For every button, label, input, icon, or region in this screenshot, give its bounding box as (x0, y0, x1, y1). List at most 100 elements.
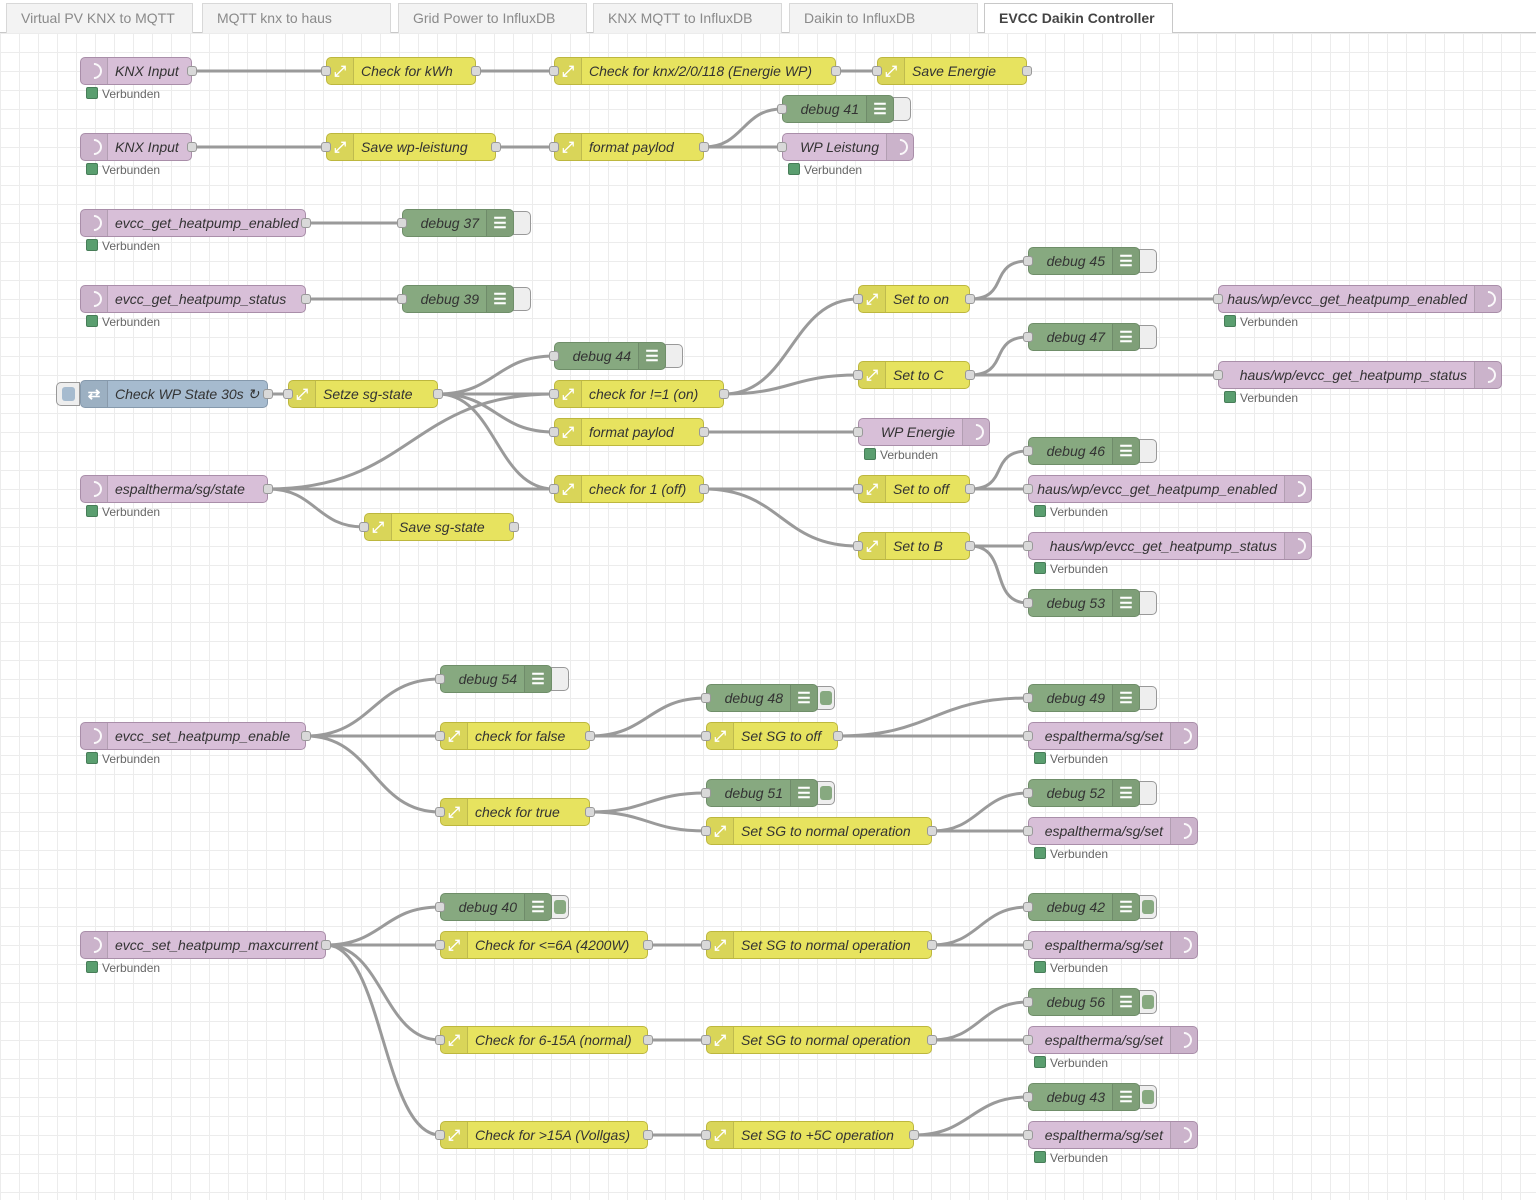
node-knx-input-1[interactable]: KNX Input (80, 57, 197, 85)
node-wp-energie[interactable]: WP Energie (853, 418, 990, 446)
input-port[interactable] (549, 484, 559, 494)
wire-set_sg_normal_2-to-debug_42[interactable] (931, 905, 1029, 947)
node-debug-47[interactable]: ☰debug 47 (1023, 323, 1140, 351)
wire-espaltherma_state-to-check_not_1[interactable] (267, 392, 555, 491)
node-debug-45[interactable]: ☰debug 45 (1023, 247, 1140, 275)
node-set-to-off[interactable]: ⤢Set to off (853, 475, 975, 503)
node-espaltherma-state[interactable]: espaltherma/sg/state (80, 475, 273, 503)
input-port[interactable] (549, 66, 559, 76)
input-port[interactable] (1023, 826, 1033, 836)
input-port[interactable] (853, 427, 863, 437)
node-sg-set-2[interactable]: espaltherma/sg/set (1023, 817, 1198, 845)
debug-toggle-button[interactable] (513, 211, 531, 235)
node-sg-set-3[interactable]: espaltherma/sg/set (1023, 931, 1198, 959)
output-port[interactable] (965, 370, 975, 380)
node-format-paylod-2[interactable]: ⤢format paylod (549, 418, 709, 446)
input-port[interactable] (701, 693, 711, 703)
node-wp-leistung[interactable]: WP Leistung (777, 133, 914, 161)
output-port[interactable] (831, 66, 841, 76)
node-check-false[interactable]: ⤢check for false (435, 722, 595, 750)
node-check-true[interactable]: ⤢check for true (435, 798, 595, 826)
node-debug-44[interactable]: ☰debug 44 (549, 342, 666, 370)
output-port[interactable] (699, 427, 709, 437)
node-debug-37[interactable]: ☰debug 37 (397, 209, 514, 237)
output-port[interactable] (965, 484, 975, 494)
output-port[interactable] (719, 389, 729, 399)
input-port[interactable] (397, 294, 407, 304)
node-set-sg-normal-3[interactable]: ⤢Set SG to normal operation (701, 1026, 937, 1054)
input-port[interactable] (1213, 370, 1223, 380)
output-port[interactable] (263, 389, 273, 399)
output-port[interactable] (643, 940, 653, 950)
wire-check_not_1-to-set_to_c[interactable] (723, 373, 859, 396)
output-port[interactable] (433, 389, 443, 399)
input-port[interactable] (1023, 541, 1033, 551)
node-set-to-on[interactable]: ⤢Set to on (853, 285, 975, 313)
node-evcc-get-status[interactable]: evcc_get_heatpump_status (80, 285, 311, 313)
node-debug-43[interactable]: ☰debug 43 (1023, 1083, 1140, 1111)
debug-toggle-button[interactable] (1139, 591, 1157, 615)
output-port[interactable] (699, 484, 709, 494)
node-check-le-6a[interactable]: ⤢Check for <=6A (4200W) (435, 931, 653, 959)
input-port[interactable] (549, 351, 559, 361)
output-port[interactable] (699, 142, 709, 152)
input-port[interactable] (1023, 1092, 1033, 1102)
input-port[interactable] (435, 674, 445, 684)
input-port[interactable] (1023, 484, 1033, 494)
node-evcc-set-maxcurrent[interactable]: evcc_set_heatpump_maxcurrent (80, 931, 331, 959)
output-port[interactable] (1022, 66, 1032, 76)
input-port[interactable] (435, 1130, 445, 1140)
output-port[interactable] (927, 1035, 937, 1045)
input-port[interactable] (1023, 731, 1033, 741)
output-port[interactable] (187, 142, 197, 152)
input-port[interactable] (701, 826, 711, 836)
node-out-status-2[interactable]: haus/wp/evcc_get_heatpump_status (1023, 532, 1312, 560)
wire-set_to_c-to-debug_47[interactable] (969, 335, 1029, 377)
wire-format_paylod_1-to-debug_41[interactable] (703, 107, 783, 149)
input-port[interactable] (853, 484, 863, 494)
output-port[interactable] (643, 1130, 653, 1140)
input-port[interactable] (1023, 1130, 1033, 1140)
wire-check_false-to-debug_48[interactable] (589, 696, 707, 738)
wire-evcc_set_maxcurrent-to-debug_40[interactable] (325, 905, 441, 947)
wire-check_true-to-debug_51[interactable] (589, 791, 707, 814)
input-port[interactable] (777, 104, 787, 114)
node-debug-41[interactable]: ☰debug 41 (777, 95, 894, 123)
debug-toggle-button[interactable] (1139, 1085, 1157, 1109)
output-port[interactable] (909, 1130, 919, 1140)
node-debug-56[interactable]: ☰debug 56 (1023, 988, 1140, 1016)
node-debug-46[interactable]: ☰debug 46 (1023, 437, 1140, 465)
debug-toggle-button[interactable] (1139, 439, 1157, 463)
debug-toggle-button[interactable] (1139, 895, 1157, 919)
debug-toggle-button[interactable] (513, 287, 531, 311)
debug-toggle-button[interactable] (551, 667, 569, 691)
wire-setze_sg_state-to-debug_44[interactable] (437, 354, 555, 396)
node-debug-53[interactable]: ☰debug 53 (1023, 589, 1140, 617)
debug-toggle-button[interactable] (1139, 990, 1157, 1014)
input-port[interactable] (321, 142, 331, 152)
debug-toggle-button[interactable] (1139, 686, 1157, 710)
input-port[interactable] (549, 427, 559, 437)
node-out-status-1[interactable]: haus/wp/evcc_get_heatpump_status (1213, 361, 1502, 389)
input-port[interactable] (1023, 1035, 1033, 1045)
input-port[interactable] (1023, 997, 1033, 1007)
input-port[interactable] (872, 66, 882, 76)
output-port[interactable] (585, 807, 595, 817)
wire-evcc_set_enable-to-check_true[interactable] (305, 734, 441, 814)
output-port[interactable] (491, 142, 501, 152)
node-debug-48[interactable]: ☰debug 48 (701, 684, 818, 712)
input-port[interactable] (701, 1035, 711, 1045)
node-set-to-b[interactable]: ⤢Set to B (853, 532, 975, 560)
output-port[interactable] (263, 484, 273, 494)
wire-evcc_set_maxcurrent-to-check_gt_15a[interactable] (325, 943, 441, 1137)
node-save-sg-state[interactable]: ⤢Save sg-state (359, 513, 519, 541)
input-port[interactable] (1023, 788, 1033, 798)
node-check-wp-state[interactable]: ⇄Check WP State 30s ↻ (80, 380, 273, 408)
node-out-enabled-1[interactable]: haus/wp/evcc_get_heatpump_enabled (1213, 285, 1502, 313)
input-port[interactable] (701, 788, 711, 798)
input-port[interactable] (853, 294, 863, 304)
wire-espaltherma_state-to-save_sg_state[interactable] (267, 487, 365, 529)
node-save-energie[interactable]: ⤢Save Energie (872, 57, 1032, 85)
node-knx-input-2[interactable]: KNX Input (80, 133, 197, 161)
node-setze-sg-state[interactable]: ⤢Setze sg-state (283, 380, 443, 408)
